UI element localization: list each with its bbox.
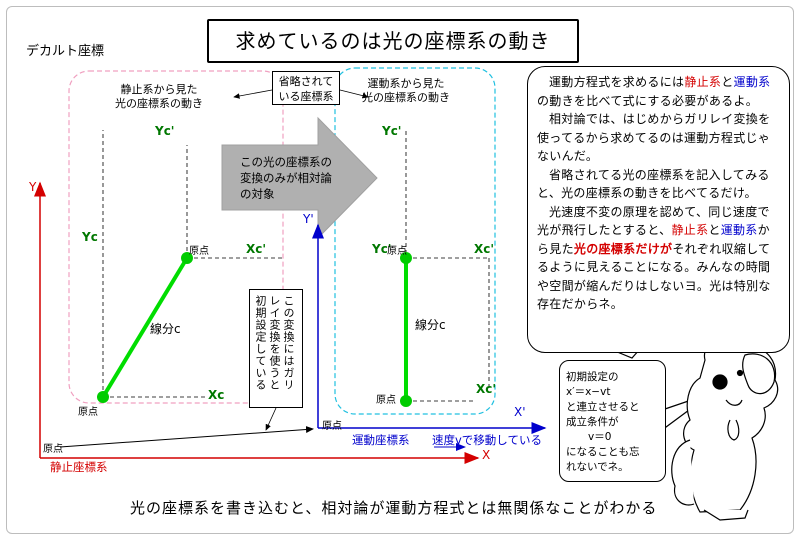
right-yc-prime-mid-label: Yc' [372,242,392,256]
explanation-run: 光速度不変の原理を認めて、同じ速度で光が飛行したとすると、 [537,204,770,238]
descartes-coordinates-label: デカルト座標 [26,44,105,59]
bottom-caption: 光の座標系を書き込むと、相対論が運動方程式とは無関係なことがわかる [130,499,658,517]
right-segment-label: 線分c [415,318,446,332]
explanation-run: 省略されてる光の座標系を記入してみると、光の座標系の動きを比べてるだけ。 [537,167,770,201]
rest-x-axis-label: X [482,448,491,462]
left-segment-label: 線分c [150,322,181,336]
transformation-arrow [221,116,378,240]
rest-y-axis-label: Y [29,180,37,194]
page-title: 求めているのは光の座標系の動き [207,19,579,63]
explanation-paragraph: 相対論では、はじめからガリレイ変換を使ってるから求めてるのは運動方程式じゃないん… [537,110,781,166]
moving-view-caption: 運動系から見た 光の座標系の動き [362,77,450,104]
right-xc-prime-mid-label: Xc' [474,242,495,256]
galilean-transform-note [249,289,303,408]
explanation-run: 運動系 [733,75,771,89]
dog-note: 初期設定の x′＝x−vt と連立させると 成立条件が v＝0 になることも忘 … [566,371,640,473]
explanation-run: 運動方程式を求めるには [549,75,685,89]
left-yc-prime-top-label: Yc' [155,124,175,138]
explanation-speech-bubble [527,66,790,353]
transformation-arrow-label: この光の座標系の 変換のみが相対論 の対象 [240,155,332,201]
moving-origin-label: 原点 [322,421,342,432]
explanation-paragraph: 省略されてる光の座標系を記入してみると、光の座標系の動きを比べてるだけ。 [537,166,781,203]
moving-x-axis-label: X' [514,405,526,419]
explanation-run: の動きを比べて式にする必要があるよ。 [537,93,759,108]
left-yc-label: Yc [82,230,98,244]
dog-illustration [671,339,779,521]
explanation-run: から見た [537,223,770,256]
explanation-run: 静止系 [671,223,709,237]
explanation-run: 運動系 [720,223,758,237]
right-origin-mid-label: 原点 [387,246,407,257]
explanation-run: と [708,223,721,237]
explanation-paragraph: 光速度不変の原理を認めて、同じ速度で光が飛行したとすると、静止系と運動系から見た… [537,203,781,314]
explanation-run: それぞれ収縮してるように見えることになる。みんなの時間や空間が縮んだりはしないヨ… [537,241,771,312]
explanation-run: 相対論では、はじめからガリレイ変換を使ってるから求めてるのは運動方程式じゃないん… [537,112,771,163]
dog-speech-bubble [559,360,666,482]
rest-view-caption: 静止系から見た 光の座標系の動き [115,83,203,110]
moving-frame-label: 運動座標系 [352,433,410,447]
moving-frame-view-box [334,67,496,415]
explanation-paragraph: 運動方程式を求めるには静止系と運動系の動きを比べて式にする必要があるよ。 [537,73,781,110]
explanation-run: 光の座標系だけが [573,241,673,256]
explanation-run: と [721,75,734,89]
velocity-note: 速度vで移動している [432,433,542,447]
explanation-text: 運動方程式を求めるには静止系と運動系の動きを比べて式にする必要があるよ。相対論で… [537,73,781,314]
left-xc-prime-label: Xc' [246,242,267,256]
page-frame [6,6,794,534]
galilean-note-col-1: この変換にはガリ [282,295,295,391]
left-origin-lower-label: 原点 [78,407,98,418]
rest-origin-label: 原点 [43,444,63,455]
moving-y-axis-label: Y' [303,212,314,226]
rest-frame-label: 静止座標系 [50,460,108,474]
galilean-note-col-2: レイ変換を使うと [268,295,281,391]
left-xc-label: Xc [208,388,225,402]
right-xc-prime-low-label: Xc' [476,382,497,396]
right-yc-prime-top-label: Yc' [382,124,402,138]
left-origin-upper-label: 原点 [189,246,209,257]
omitted-coordinate-label: 省略されて いる座標系 [272,71,340,105]
galilean-note-col-3: 初期設定している [254,295,267,391]
explanation-run: 静止系 [684,75,722,89]
right-origin-low-label: 原点 [376,395,396,406]
